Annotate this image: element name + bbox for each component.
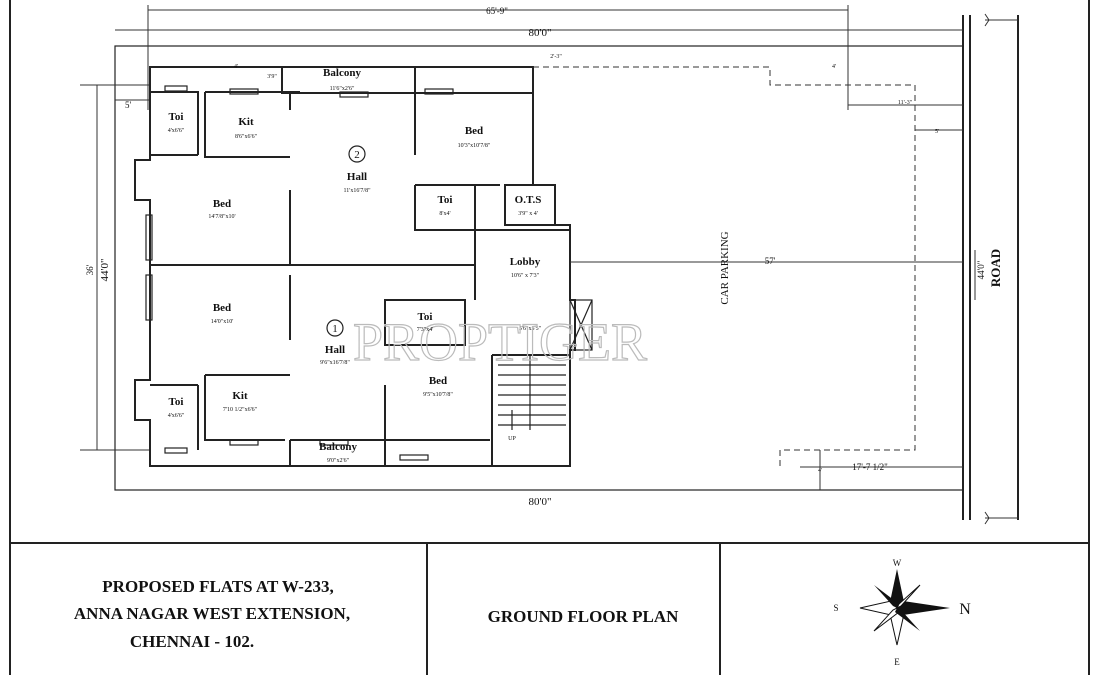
kit-bottom-name: Kit [232, 390, 248, 402]
left-dimension-lines [80, 84, 150, 451]
left-5-dimension: 5' [125, 100, 132, 110]
kit-bottom-size: 7'10 1/2"x6'6" [223, 407, 258, 413]
windows [145, 85, 454, 461]
lift-size: 5'6"x5'5" [519, 326, 542, 332]
road-strip [962, 13, 1019, 525]
lift-shaft [569, 299, 593, 351]
balcony-top-name: Balcony [323, 67, 361, 79]
compass-s: S [833, 603, 838, 613]
kit-top-name: Kit [238, 116, 254, 128]
drawing-title: GROUND FLOOR PLAN [488, 607, 680, 626]
left-44-dimension: 44'0" [99, 259, 111, 282]
watermark: PROPTIGER [353, 312, 647, 372]
flat-2-number: 2 [354, 149, 360, 161]
bed-bottom-right-name: Bed [429, 375, 447, 387]
car-parking-boundary [533, 66, 916, 468]
plot-boundary [114, 45, 964, 491]
top-65-dimension: 65'-9" [486, 6, 508, 16]
left-36-dimension: 36' [85, 264, 95, 275]
toi-top-left-name: Toi [169, 111, 184, 123]
ots-size: 3'9" x 4' [518, 211, 538, 217]
dim-2-3: 2'-3" [550, 54, 562, 60]
compass-n: N [959, 601, 971, 618]
staircase [498, 355, 566, 430]
flat-1-number: 1 [332, 323, 338, 335]
bed-bottom-right-size: 9'5"x10'7/8" [423, 392, 453, 398]
toi-top-left-size: 4'x6'6" [168, 128, 185, 134]
project-line-2: ANNA NAGAR WEST EXTENSION, [74, 604, 350, 623]
bed-top-left-name: Bed [213, 198, 231, 210]
dim-57: 57' [765, 256, 776, 266]
dim-3-9: 3'9" [267, 74, 277, 80]
balcony-bottom-name: Balcony [319, 441, 357, 453]
hall-1-size: 9'6"x16'7/8" [320, 360, 350, 366]
project-line-3: CHENNAI - 102. [130, 632, 254, 651]
road-label: ROAD [988, 249, 1003, 287]
car-parking-label: CAR PARKING [719, 231, 731, 304]
compass-w: W [893, 558, 902, 568]
dim-4-top-left: 4' [234, 64, 238, 70]
flat-2-marker [348, 145, 366, 163]
bed-top-left-size: 14'7/8"x10' [208, 214, 235, 220]
dim-11-3: 11'-3" [898, 100, 913, 106]
dim-5-right: 5' [935, 129, 939, 135]
compass-rose-icon [859, 569, 950, 646]
toi-bottom-mid-name: Toi [418, 311, 433, 323]
toi-mid-size: 8'x4' [439, 211, 450, 217]
dim-17-7: 17'-7 1/2" [852, 462, 888, 472]
top-dimension-lines [115, 5, 963, 110]
bed-bottom-left-name: Bed [213, 302, 231, 314]
dim-4-bottom: 4' [818, 468, 822, 474]
compass-e: E [894, 657, 900, 667]
ots-name: O.T.S [515, 194, 542, 206]
bottom-80-dimension: 80'0" [529, 496, 552, 508]
toi-bottom-mid-size: 7'3"x4' [417, 327, 434, 333]
lobby-size: 10'6" x 7'3" [511, 273, 540, 279]
hall-2-name: Hall [347, 171, 367, 183]
right-44-dimension: 44'0" [976, 260, 986, 279]
flat-1-marker [326, 319, 344, 337]
bed-top-right-name: Bed [465, 125, 483, 137]
bed-top-right-size: 10'3"x10'7/8" [458, 143, 491, 149]
toi-bottom-left-size: 4'x6'6" [168, 413, 185, 419]
project-line-1: PROPOSED FLATS AT W-233, [102, 577, 333, 596]
balcony-bottom-size: 9'0"x2'6" [327, 458, 350, 464]
balcony-top-size: 11'6"x2'6" [330, 86, 355, 92]
bed-bottom-left-size: 14'0"x10' [211, 319, 234, 325]
dim-4-top-right: 4' [832, 64, 836, 70]
hall-2-size: 11'x16'7/8" [343, 188, 371, 194]
toi-bottom-left-name: Toi [169, 396, 184, 408]
hall-1-name: Hall [325, 344, 345, 356]
kit-top-size: 8'6"x6'6" [235, 134, 258, 140]
top-80-dimension: 80'0" [529, 27, 552, 39]
stair-up-label: UP [508, 436, 516, 442]
toi-mid-name: Toi [438, 194, 453, 206]
lobby-name: Lobby [510, 256, 541, 268]
